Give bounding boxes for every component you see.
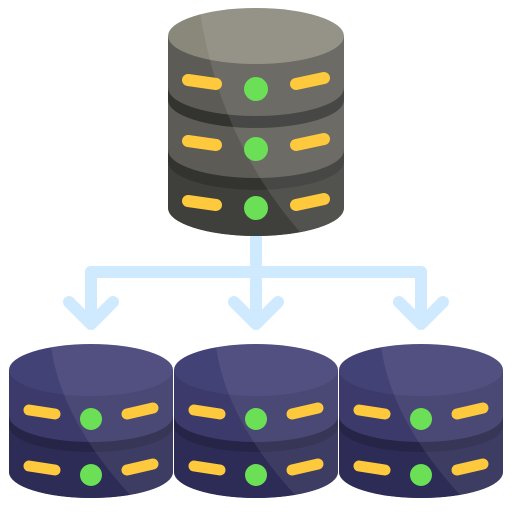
replica-highlight [216, 342, 339, 496]
primary-tier-band-1 [168, 88, 344, 128]
status-led-dot [244, 77, 268, 101]
primary-top-cap [168, 8, 344, 64]
replica-lower-tier [9, 420, 173, 498]
replica-lower-tier [174, 420, 338, 498]
replica-led-row-1 [353, 402, 489, 430]
status-led-bar-right [121, 402, 159, 420]
left-arrowhead-icon [63, 296, 119, 330]
replica-lower-tier [339, 420, 503, 498]
status-led-bar-right [286, 402, 324, 420]
replica-top-cap [174, 344, 338, 396]
primary-led-row-1 [182, 72, 330, 101]
replica-database-2-icon [174, 342, 339, 498]
middle-arrowhead-icon [228, 296, 284, 330]
replica-led-row-2 [23, 458, 159, 486]
primary-tier-band-2 [168, 150, 344, 190]
status-led-bar-left [182, 195, 222, 211]
status-led-dot [244, 137, 268, 161]
status-led-bar-right [290, 133, 330, 151]
right-arrowhead-icon [393, 296, 449, 330]
status-led-bar-left [188, 460, 226, 476]
status-led-bar-right [286, 458, 324, 476]
status-led-bar-right [451, 458, 489, 476]
primary-led-row-3 [182, 193, 330, 220]
status-led-bar-left [182, 74, 222, 90]
status-led-bar-left [188, 404, 226, 420]
status-led-bar-left [353, 460, 391, 476]
status-led-bar-left [353, 404, 391, 420]
replica-tier-band [339, 416, 503, 452]
replica-led-row-1 [23, 402, 159, 430]
replica-database-3-icon [339, 342, 504, 498]
status-led-dot [244, 196, 268, 220]
replica-top-cap [9, 344, 173, 396]
status-led-bar-left [23, 404, 61, 420]
primary-database-icon [168, 5, 345, 236]
replica-highlight [381, 342, 504, 496]
status-led-bar-right [451, 402, 489, 420]
status-led-dot [410, 464, 432, 486]
replica-led-row-2 [353, 458, 489, 486]
status-led-bar-right [121, 458, 159, 476]
replica-led-row-2 [188, 458, 324, 486]
replica-top-cap [339, 344, 503, 396]
replica-database-1-icon [9, 342, 174, 498]
replica-tier-band [174, 416, 338, 452]
replica-highlight [51, 342, 174, 496]
status-led-dot [410, 408, 432, 430]
status-led-dot [80, 408, 102, 430]
primary-highlight [200, 5, 345, 232]
replica-led-row-1 [188, 402, 324, 430]
replica-databases-group [9, 342, 504, 498]
status-led-bar-left [182, 135, 222, 151]
status-led-bar-right [290, 193, 330, 211]
branch-arrows-icon [63, 232, 449, 330]
status-led-dot [80, 464, 102, 486]
primary-led-row-2 [182, 133, 330, 161]
status-led-dot [245, 464, 267, 486]
status-led-bar-left [23, 460, 61, 476]
status-led-bar-right [290, 72, 330, 90]
status-led-dot [245, 408, 267, 430]
replica-tier-band [9, 416, 173, 452]
